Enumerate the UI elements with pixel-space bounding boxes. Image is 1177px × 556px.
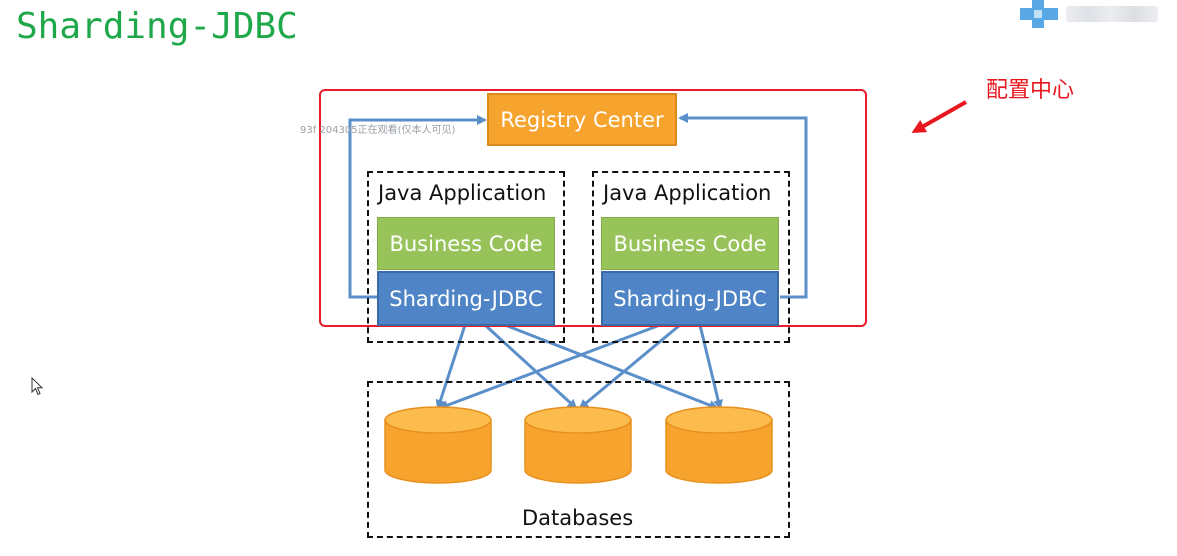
java-application-box: [592, 171, 790, 343]
databases-box: [367, 381, 790, 538]
business-code-box: Business Code: [377, 217, 555, 270]
business-code-box: Business Code: [601, 217, 779, 270]
slide-title: Sharding-JDBC: [16, 6, 298, 47]
logo-text-blurred: [1066, 6, 1158, 22]
db-arrow-1: [435, 324, 467, 410]
java-application-label: Java Application: [603, 181, 772, 205]
databases-label: Databases: [522, 506, 634, 530]
logo-icon: [1020, 0, 1058, 28]
db-arrow-2: [483, 323, 578, 410]
annotation-label: 配置中心: [986, 78, 1075, 103]
java-application-box: [367, 171, 565, 343]
sharding-jdbc-box: Sharding-JDBC: [601, 271, 779, 326]
mouse-cursor-icon: [31, 377, 44, 396]
annotation-arrow: [911, 100, 967, 133]
right-registry-link: [678, 113, 808, 299]
viewer-watermark: 93f 204305正在观看(仅本人可见): [300, 125, 456, 136]
database-icon: [665, 406, 773, 484]
db-arrow-4: [438, 323, 661, 410]
sharding-jdbc-box: Sharding-JDBC: [377, 271, 555, 326]
db-arrow-5: [578, 323, 681, 410]
logo: [1020, 0, 1160, 28]
registry-center-box: Registry Center: [487, 93, 677, 146]
db-arrow-6: [698, 324, 723, 410]
db-arrow-3: [504, 323, 719, 410]
database-icon: [384, 406, 492, 484]
java-application-label: Java Application: [378, 181, 547, 205]
database-icon: [524, 406, 632, 484]
left-registry-link: [348, 115, 487, 299]
